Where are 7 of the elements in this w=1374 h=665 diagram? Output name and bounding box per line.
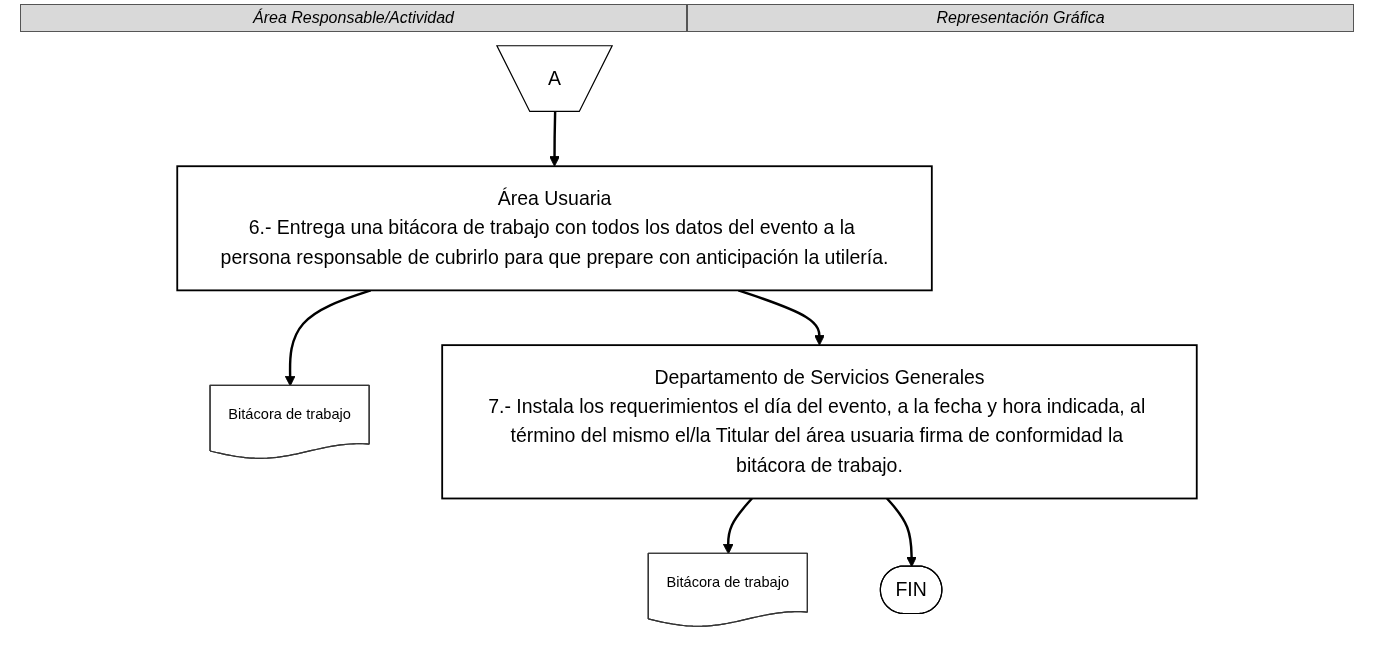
node-box: Área Usuaria 6.- Entrega una bitácora de trabajo con todos los datos del evento a la persona responsable de cubrirlo para que prepare con anticipación la utilería. <box>176 165 933 292</box>
column-header: Representación Gráfica <box>687 4 1354 32</box>
arrow <box>737 289 825 346</box>
arrow <box>886 497 917 568</box>
arrow <box>549 112 560 167</box>
column-header: Área Responsable/Actividad <box>20 4 687 32</box>
node-box: Departamento de Servicios Generales 7.- Instala los requerimientos el día del evento, a la fecha y hora indicada, al término del mismo el/la Titular del área usuaria firma de conformidad la bitácora de trabajo. <box>441 344 1198 500</box>
